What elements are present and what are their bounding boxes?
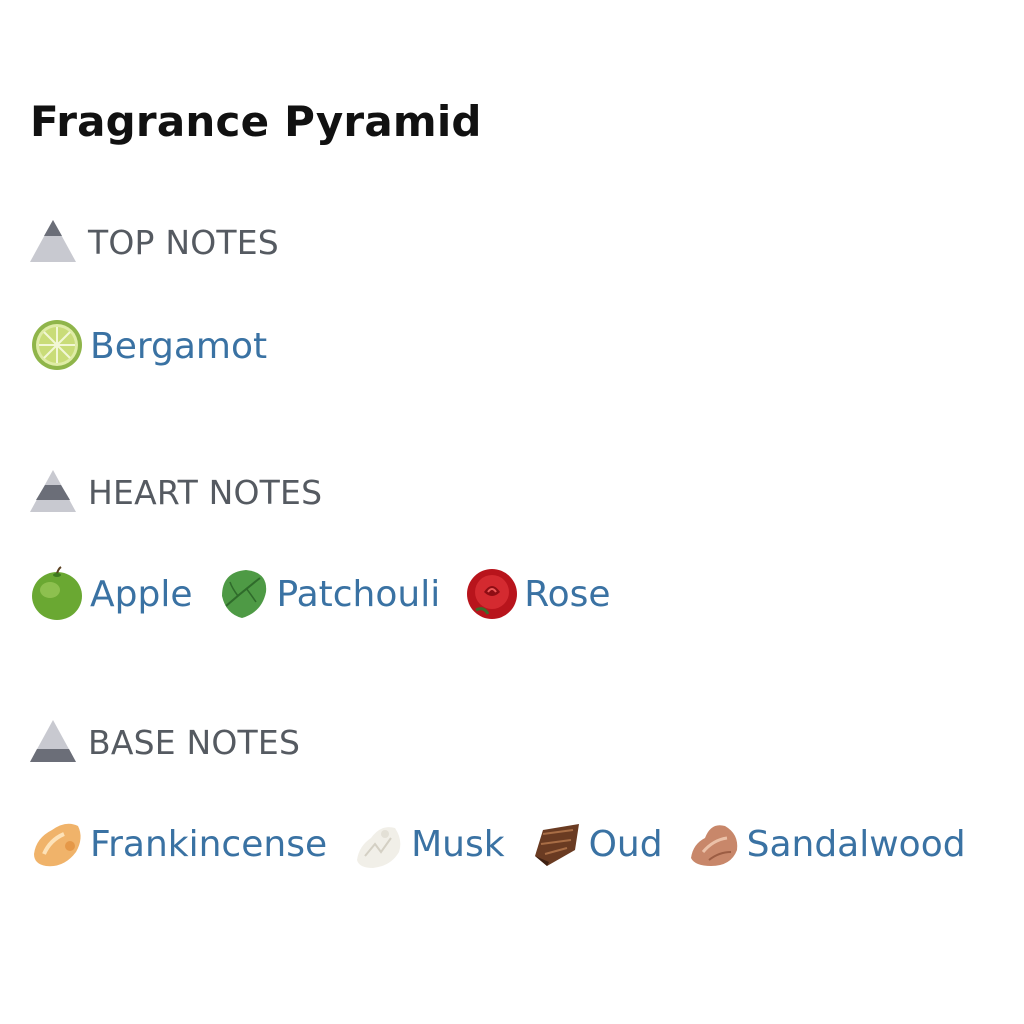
notes-list-base: Frankincense Musk Oud Sandalwood: [30, 816, 990, 872]
frankincense-icon: [34, 823, 81, 867]
note-label: Frankincense: [90, 823, 328, 865]
pyramid-base-icon: [30, 720, 76, 762]
section-label-heart-notes: HEART NOTES: [88, 472, 323, 512]
note-musk[interactable]: Musk: [351, 816, 505, 872]
apple-icon: [32, 566, 82, 620]
rose-icon: [467, 569, 518, 619]
note-label: Musk: [411, 823, 505, 865]
patchouli-leaf-icon: [222, 570, 267, 618]
section-label-base-notes: BASE NOTES: [88, 722, 301, 762]
note-label: Bergamot: [90, 325, 268, 367]
note-label: Sandalwood: [746, 823, 966, 865]
note-sandalwood[interactable]: Sandalwood: [687, 816, 966, 872]
musk-icon: [357, 827, 401, 868]
note-label: Oud: [588, 823, 663, 865]
pyramid-top-icon: [30, 220, 76, 262]
note-label: Rose: [524, 573, 611, 615]
note-label: Patchouli: [276, 573, 441, 615]
note-bergamot[interactable]: Bergamot: [30, 318, 267, 374]
notes-list-top: Bergamot: [30, 318, 291, 374]
oud-icon: [534, 824, 579, 866]
section-header-heart-notes: HEART NOTES: [30, 470, 322, 514]
section-header-top-notes: TOP NOTES: [30, 220, 279, 264]
note-patchouli[interactable]: Patchouli: [216, 566, 440, 622]
page-title: Fragrance Pyramid: [30, 97, 482, 146]
sandalwood-icon: [690, 825, 737, 866]
section-header-base-notes: BASE NOTES: [30, 720, 300, 764]
note-rose[interactable]: Rose: [464, 566, 611, 622]
note-frankincense[interactable]: Frankincense: [30, 816, 327, 872]
bergamot-icon: [32, 320, 82, 370]
pyramid-heart-icon: [30, 470, 76, 512]
section-label-top-notes: TOP NOTES: [88, 222, 279, 262]
note-label: Apple: [90, 573, 193, 615]
note-oud[interactable]: Oud: [529, 816, 663, 872]
notes-list-heart: Apple Patchouli Rose: [30, 566, 635, 622]
note-apple[interactable]: Apple: [30, 566, 192, 622]
